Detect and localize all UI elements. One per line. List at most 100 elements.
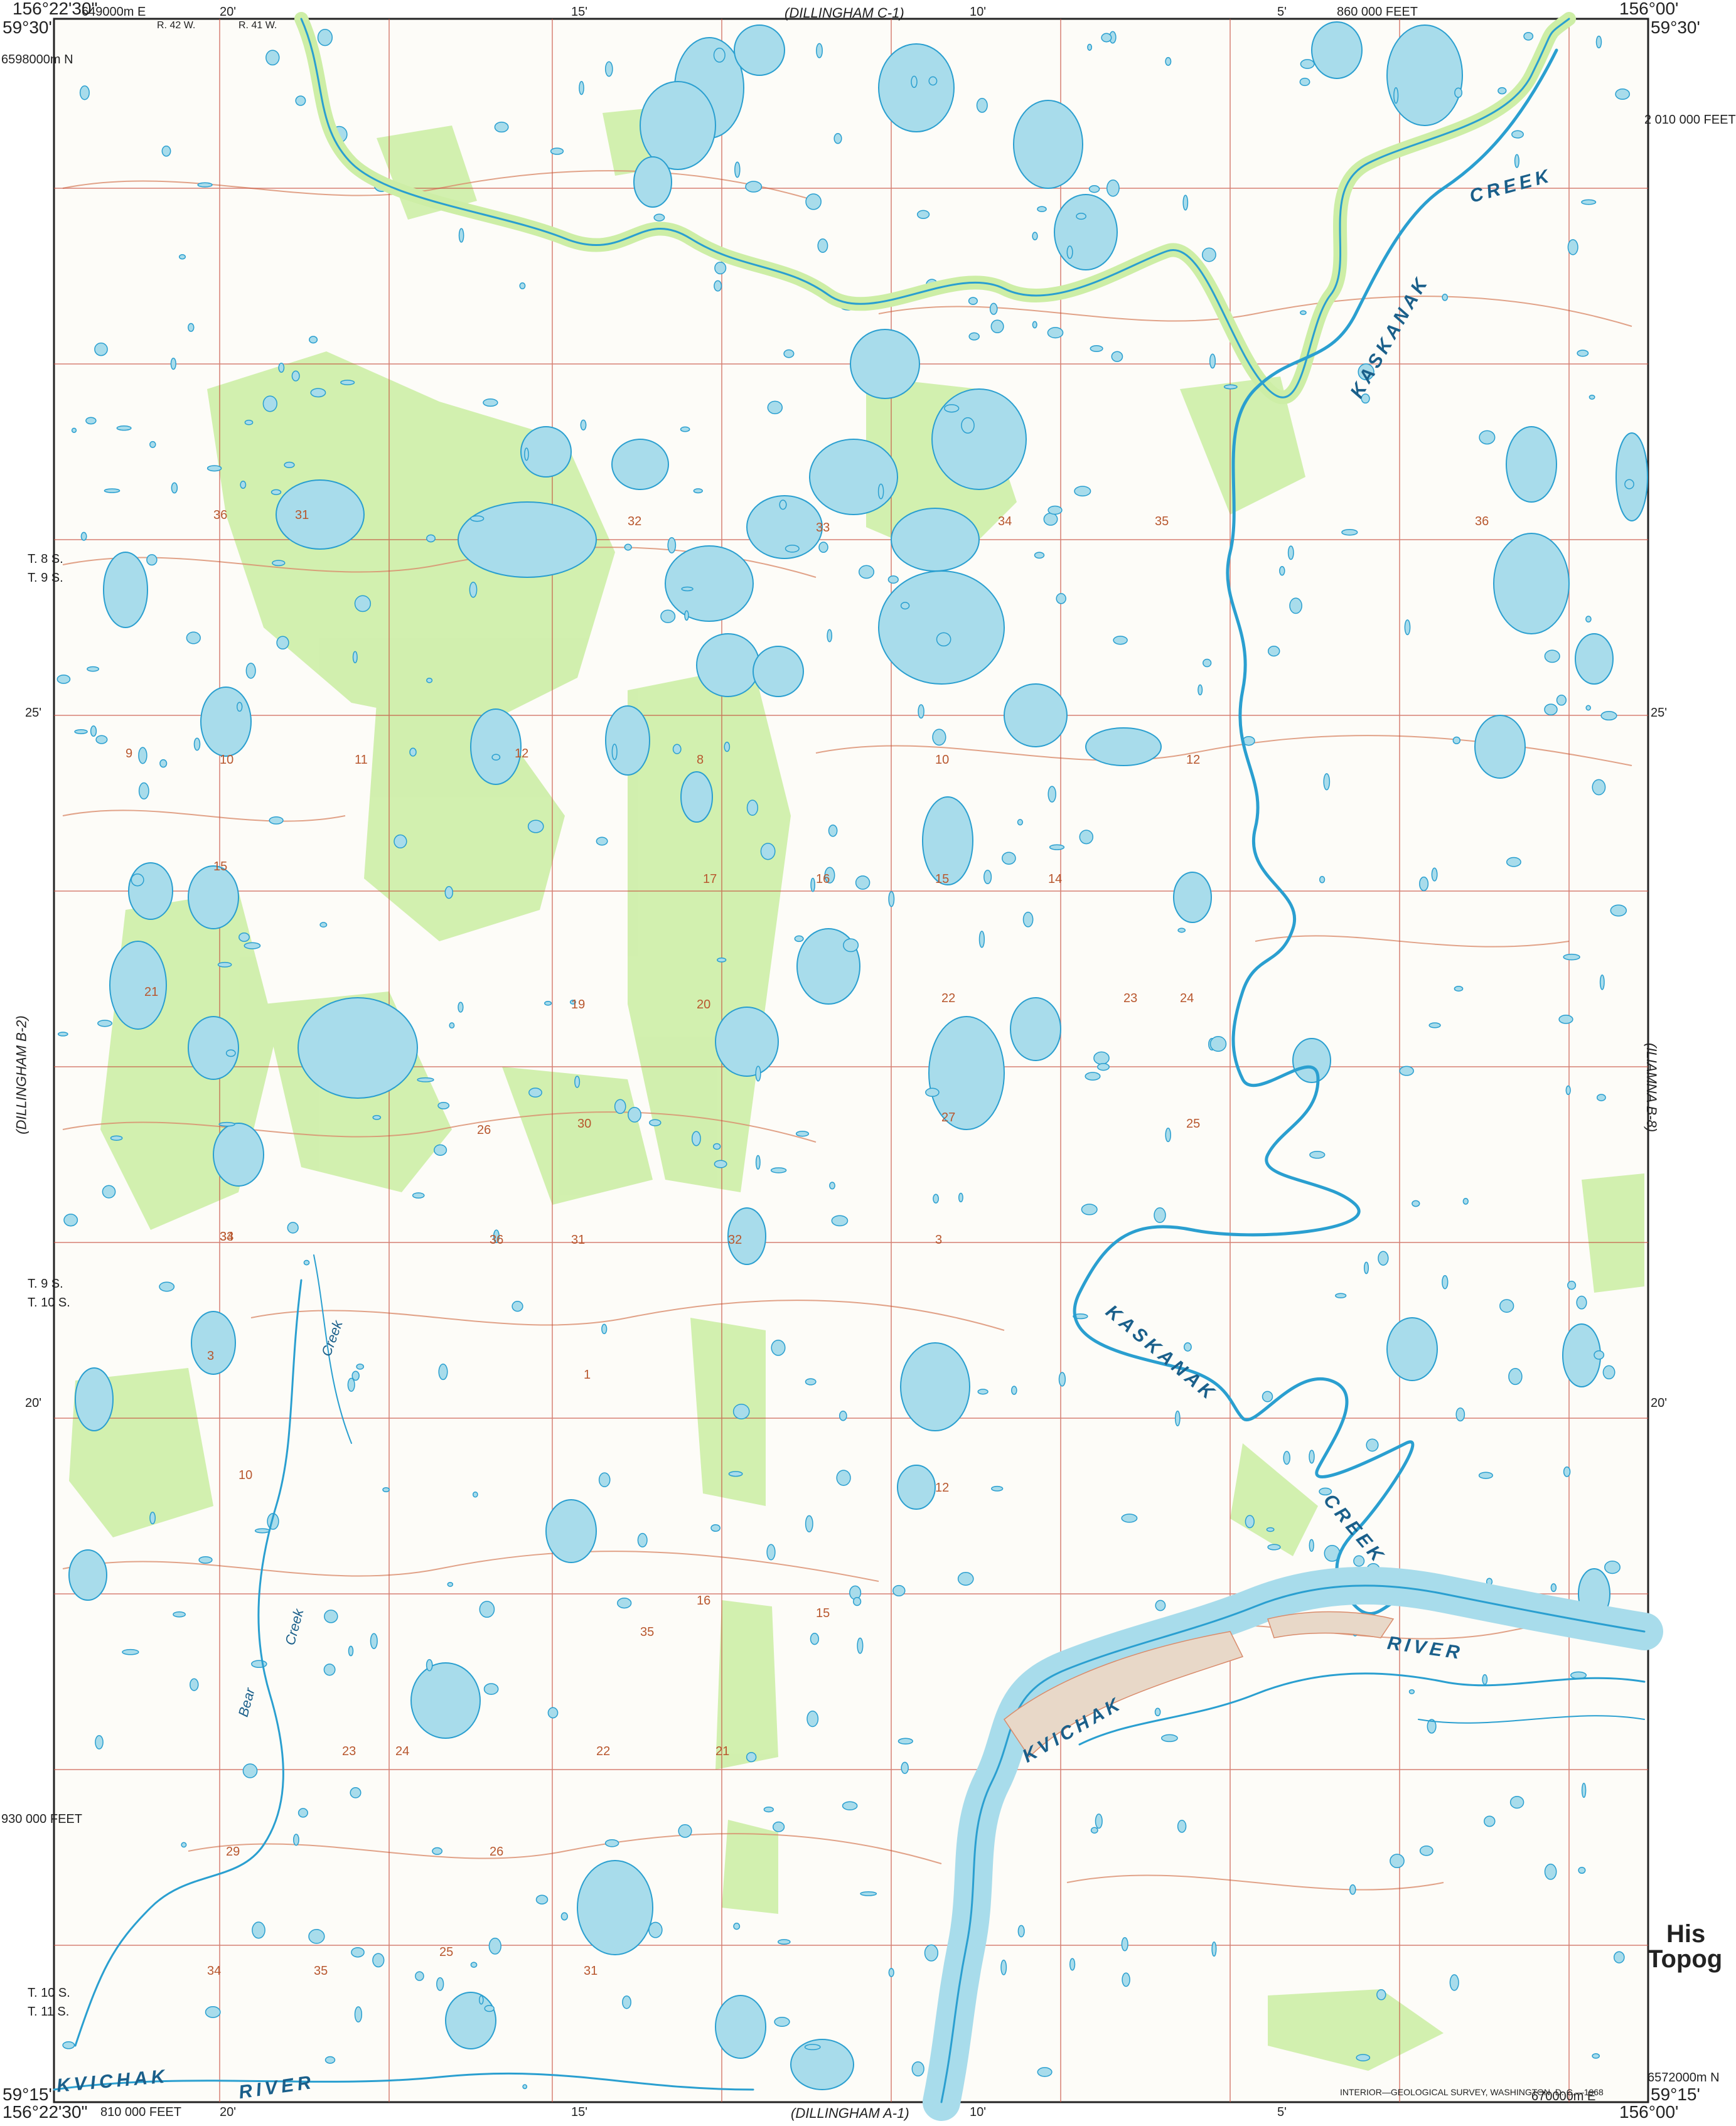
pond (469, 581, 478, 598)
pond (197, 182, 213, 188)
corner-latitude-top-left: 59°30' (3, 18, 52, 37)
pond (1309, 1539, 1314, 1552)
pond (1266, 1527, 1275, 1532)
pond (382, 1487, 390, 1493)
pond (265, 50, 280, 66)
map-canvas[interactable] (0, 0, 1703, 2123)
left-tick-utm: 6598000m N (1, 53, 73, 67)
pond (178, 254, 186, 260)
pond (1399, 1066, 1414, 1076)
pond (1602, 1365, 1615, 1380)
pond (1581, 1783, 1587, 1798)
pond (244, 419, 254, 425)
pond (426, 677, 433, 683)
pond (372, 1953, 385, 1968)
pond (924, 1944, 939, 1962)
pond (1567, 1281, 1577, 1290)
pond (714, 261, 727, 275)
pond (1356, 2054, 1371, 2061)
rivers (53, 12, 1663, 2121)
pond (512, 1301, 523, 1312)
pond (1462, 1198, 1469, 1205)
section-number: 31 (571, 1233, 586, 1247)
pond (1592, 779, 1606, 796)
pond (1581, 199, 1597, 205)
pond (888, 890, 895, 907)
pond (340, 380, 355, 385)
pond (1037, 2067, 1053, 2077)
pond (1203, 658, 1212, 668)
pond (1509, 1795, 1524, 1809)
pond (653, 213, 665, 222)
pond (637, 1532, 648, 1547)
pond (1309, 1151, 1326, 1159)
pond (1556, 695, 1567, 706)
pond (888, 1968, 894, 1977)
pond (319, 922, 328, 928)
pond (97, 1020, 112, 1027)
pond (857, 1637, 864, 1654)
pond (1589, 394, 1595, 400)
pond (1558, 1015, 1573, 1024)
pond (944, 404, 960, 413)
pond (794, 935, 804, 943)
right-tick-feet: 2 010 000 FEET (1644, 113, 1736, 127)
pond (624, 543, 632, 551)
pond (1498, 87, 1507, 95)
pond (855, 875, 871, 890)
pond (1121, 1937, 1128, 1952)
township-t9s: T. 9 S. (28, 571, 63, 585)
pond (1610, 904, 1627, 917)
pond (710, 1524, 721, 1532)
pond (483, 398, 498, 407)
section-number: 36 (213, 508, 228, 522)
township-t8s: T. 8 S. (28, 552, 63, 566)
top-tick-feet: 860 000 FEET (1337, 5, 1418, 19)
pond (1319, 875, 1326, 884)
pond (1088, 185, 1100, 193)
section-number: 32 (728, 1233, 742, 1247)
pond (1624, 479, 1634, 489)
pond (159, 1281, 175, 1292)
section-number: 9 (126, 747, 133, 761)
section-number: 35 (640, 1625, 655, 1639)
right-tick-20: 20' (1651, 1396, 1668, 1410)
pond (667, 537, 677, 553)
pond (1565, 1085, 1571, 1096)
pond (297, 1808, 308, 1818)
pond (1349, 1884, 1356, 1895)
range-r42w: R. 42 W. (157, 20, 196, 31)
pond (1113, 636, 1128, 645)
pond (1106, 179, 1120, 197)
pond (272, 560, 286, 567)
pond (1600, 711, 1617, 721)
pond (254, 1528, 271, 1534)
pond (57, 1032, 68, 1037)
pond (370, 1633, 378, 1649)
pond (805, 193, 822, 210)
pond (1514, 154, 1519, 168)
pond (1577, 350, 1589, 357)
section-number: 10 (238, 1468, 253, 1482)
pond (186, 631, 201, 644)
pond (1323, 773, 1331, 791)
pond (1419, 1845, 1433, 1856)
pond (409, 747, 417, 757)
pond (795, 1130, 810, 1137)
section-number: 16 (697, 1594, 711, 1608)
pond (614, 1099, 626, 1114)
pond (122, 1648, 139, 1655)
pond (901, 1761, 909, 1774)
pond (672, 744, 682, 754)
pond (193, 737, 201, 751)
pond (1085, 1072, 1101, 1081)
pond (1177, 927, 1186, 933)
pond (479, 1601, 495, 1618)
ponds (56, 29, 1634, 2090)
pond (149, 441, 156, 448)
section-number: 12 (515, 747, 529, 761)
pond (354, 2006, 363, 2022)
pond (928, 76, 938, 86)
pond (925, 1087, 940, 1098)
